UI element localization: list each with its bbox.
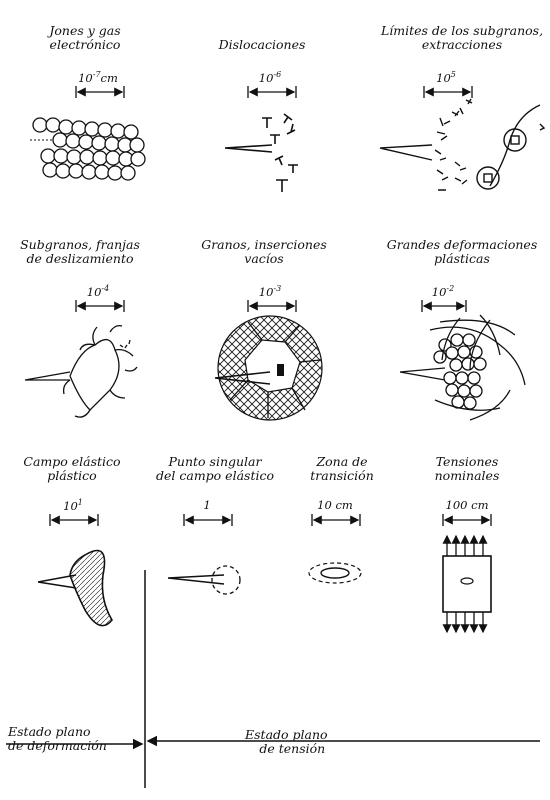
scale-punto: 1 — [203, 498, 211, 512]
label-dislocaciones: Dislocaciones — [218, 37, 306, 52]
transition-zone — [308, 562, 362, 584]
scale-tensiones: 100 cm — [445, 498, 489, 512]
scale-subgranos: 10-4 — [86, 284, 110, 299]
singular-point — [167, 565, 241, 595]
nominal-stresses — [442, 534, 492, 634]
state-axes — [6, 570, 540, 788]
elastic-plastic-field — [37, 549, 113, 627]
scale-dislocaciones: 10-6 — [258, 70, 282, 85]
atoms-lattice — [32, 117, 146, 181]
label-limites: Límites de los subgranos,extracciones — [380, 23, 544, 52]
scale-jones: 10-7cm — [78, 70, 118, 85]
scale-limites: 105 — [436, 70, 456, 85]
grains — [214, 315, 323, 421]
subgrain-boundaries — [379, 98, 546, 191]
plastic-deformations — [399, 314, 526, 421]
scale-bars — [49, 86, 492, 526]
scale-grandes: 10-2 — [431, 284, 455, 299]
slip-bands — [24, 324, 138, 418]
scale-granos: 10-3 — [258, 284, 282, 299]
scale-zona: 10 cm — [317, 498, 353, 512]
scale-campo: 101 — [63, 498, 83, 513]
dislocations — [224, 113, 298, 192]
